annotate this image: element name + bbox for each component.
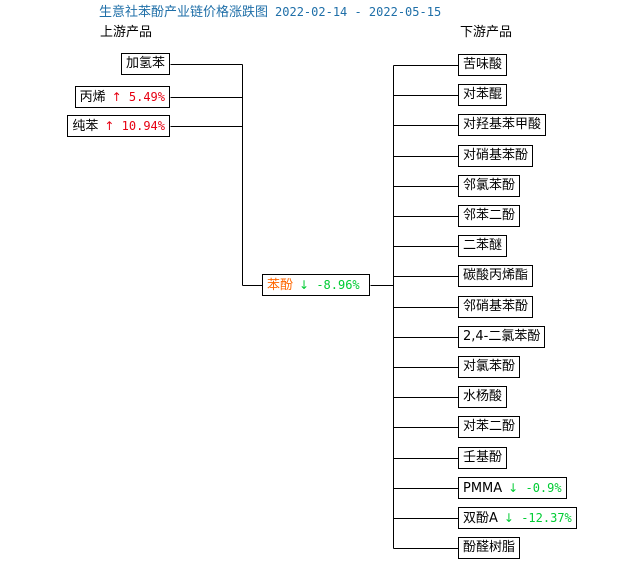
node-name: 对苯二酚 bbox=[463, 419, 516, 434]
node-name: 双酚A bbox=[463, 511, 498, 526]
node-name: 纯苯 bbox=[72, 119, 99, 134]
node-name: 酚醛树脂 bbox=[463, 540, 516, 555]
node-change: ↓ -0.9% bbox=[508, 481, 561, 495]
node-name: 碳酸丙烯酯 bbox=[463, 268, 529, 283]
node-name: PMMA bbox=[463, 481, 503, 496]
upstream-section-label: 上游产品 bbox=[100, 25, 153, 40]
down-arrow-icon: ↓ bbox=[508, 481, 519, 495]
downstream-node-5[interactable]: 邻氯苯酚 bbox=[458, 175, 521, 197]
downstream-node-3[interactable]: 对羟基苯甲酸 bbox=[458, 114, 547, 136]
upstream-node-1[interactable]: 加氢苯 bbox=[120, 53, 170, 75]
node-name: 水杨酸 bbox=[463, 389, 503, 404]
up-arrow-icon: ↑ bbox=[104, 119, 115, 133]
node-name: 壬基酚 bbox=[463, 450, 503, 465]
downstream-node-17[interactable]: 酚醛树脂 bbox=[458, 537, 521, 559]
downstream-node-6[interactable]: 邻苯二酚 bbox=[458, 205, 521, 227]
downstream-node-16[interactable]: 双酚A ↓ -12.37% bbox=[458, 507, 577, 529]
chart-date-range: 2022-02-14 - 2022-05-15 bbox=[275, 5, 442, 19]
downstream-node-8[interactable]: 碳酸丙烯酯 bbox=[458, 265, 534, 287]
downstream-section-label: 下游产品 bbox=[460, 25, 513, 40]
node-change-value: 10.94% bbox=[121, 119, 165, 133]
downstream-node-15[interactable]: PMMA ↓ -0.9% bbox=[458, 477, 567, 499]
node-name: 二苯醚 bbox=[463, 238, 503, 253]
downstream-node-10[interactable]: 2,4-二氯苯酚 bbox=[458, 326, 546, 348]
node-name: 对氯苯酚 bbox=[463, 359, 516, 374]
node-change-value: -12.37% bbox=[521, 511, 572, 525]
node-name: 丙烯 bbox=[79, 90, 106, 105]
downstream-node-7[interactable]: 二苯醚 bbox=[458, 235, 508, 257]
upstream-node-2[interactable]: 丙烯 ↑ 5.49% bbox=[74, 86, 170, 108]
downstream-node-1[interactable]: 苦味酸 bbox=[458, 54, 508, 76]
center-node-change-value: -8.96% bbox=[316, 278, 360, 292]
node-name: 对硝基苯酚 bbox=[463, 148, 529, 163]
downstream-node-13[interactable]: 对苯二酚 bbox=[458, 416, 521, 438]
node-name: 2,4-二氯苯酚 bbox=[463, 329, 541, 344]
node-change-value: -0.9% bbox=[525, 481, 562, 495]
node-name: 加氢苯 bbox=[125, 56, 165, 71]
node-name: 邻硝基苯酚 bbox=[463, 299, 529, 314]
downstream-node-4[interactable]: 对硝基苯酚 bbox=[458, 145, 534, 167]
center-node-change: ↓ -8.96% bbox=[299, 278, 360, 292]
downstream-node-11[interactable]: 对氯苯酚 bbox=[458, 356, 521, 378]
downstream-node-14[interactable]: 壬基酚 bbox=[458, 447, 508, 469]
node-name: 邻氯苯酚 bbox=[463, 178, 516, 193]
node-name: 苦味酸 bbox=[463, 57, 503, 72]
node-name: 邻苯二酚 bbox=[463, 208, 516, 223]
downstream-node-2[interactable]: 对苯醌 bbox=[458, 84, 508, 106]
node-change: ↑ 5.49% bbox=[112, 90, 165, 104]
node-name: 对羟基苯甲酸 bbox=[463, 117, 542, 132]
downstream-node-9[interactable]: 邻硝基苯酚 bbox=[458, 296, 534, 318]
node-change-value: 5.49% bbox=[128, 90, 165, 104]
downstream-node-12[interactable]: 水杨酸 bbox=[458, 386, 508, 408]
center-node-name: 苯酚 bbox=[267, 278, 294, 293]
node-name: 对苯醌 bbox=[463, 87, 503, 102]
upstream-node-3[interactable]: 纯苯 ↑ 10.94% bbox=[67, 115, 170, 137]
up-arrow-icon: ↑ bbox=[111, 90, 122, 104]
node-change: ↑ 10.94% bbox=[104, 119, 165, 133]
chart-title: 生意社苯酚产业链价格涨跌图 2022-02-14 - 2022-05-15 bbox=[99, 4, 441, 21]
chart-title-text: 生意社苯酚产业链价格涨跌图 bbox=[99, 5, 269, 20]
center-node-phenol[interactable]: 苯酚 ↓ -8.96% bbox=[262, 274, 370, 296]
down-arrow-icon: ↓ bbox=[503, 511, 514, 525]
down-arrow-icon: ↓ bbox=[299, 278, 310, 292]
node-change: ↓ -12.37% bbox=[504, 511, 572, 525]
